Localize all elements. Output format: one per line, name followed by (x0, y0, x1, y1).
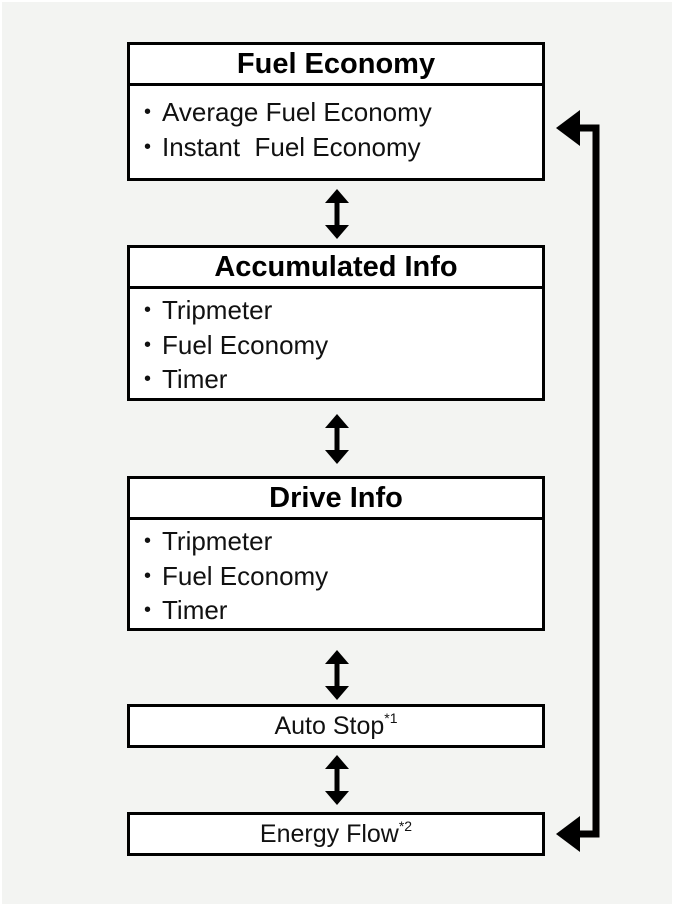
item-label: Average Fuel Economy (162, 97, 432, 127)
bullet-icon: • (144, 368, 152, 390)
bullet-icon: • (144, 333, 152, 356)
list-item: • Tripmeter (144, 524, 542, 559)
auto-stop-label: Auto Stop (274, 712, 385, 740)
loop-arrow-icon (556, 110, 600, 852)
item-label: Fuel Economy (162, 329, 329, 360)
auto-stop-box: Auto Stop*1 (127, 704, 545, 748)
fuel-economy-items: • Average Fuel Economy • Instant Fuel Econ… (130, 86, 542, 164)
bullet-icon: • (144, 564, 152, 587)
fuel-economy-box: Fuel Economy • Average Fuel Economy • Inst… (127, 42, 545, 181)
list-item: • Tripmeter (144, 293, 542, 328)
accumulated-info-title: Accumulated Info (130, 248, 542, 289)
fuel-economy-title: Fuel Economy (130, 45, 542, 86)
bullet-icon: • (144, 530, 152, 552)
drive-info-title: Drive Info (130, 479, 542, 520)
double-arrow-icon (325, 414, 349, 464)
double-arrow-icon (325, 650, 349, 700)
item-label: Fuel Economy (162, 560, 329, 591)
list-item: • Fuel Economy (144, 559, 542, 594)
drive-info-box: Drive Info • Tripmeter • Fuel Economy • Tim… (127, 476, 545, 631)
list-item: • Timer (144, 593, 542, 628)
energy-flow-footnote-mark: *2 (398, 818, 413, 834)
list-item: • Timer (144, 362, 542, 397)
auto-stop-footnote-mark: *1 (384, 710, 398, 726)
bullet-icon: • (144, 599, 152, 621)
energy-flow-box: Energy Flow*2 (127, 812, 545, 856)
double-arrow-icon (325, 755, 349, 805)
energy-flow-label: Energy Flow (259, 820, 399, 848)
list-item: • Instant Fuel Economy (144, 130, 542, 165)
list-item: • Fuel Economy (144, 328, 542, 363)
list-item: • Average Fuel Economy (144, 95, 542, 130)
item-label: Tripmeter (162, 295, 273, 325)
bullet-icon: • (144, 101, 152, 123)
bullet-icon: • (144, 135, 152, 158)
item-label: Tripmeter (162, 526, 273, 556)
bullet-icon: • (144, 299, 152, 321)
item-label: Timer (162, 595, 228, 625)
drive-info-items: • Tripmeter • Fuel Economy • Timer (130, 520, 542, 628)
double-arrow-icon (325, 189, 349, 239)
accumulated-info-items: • Tripmeter • Fuel Economy • Timer (130, 289, 542, 397)
accumulated-info-box: Accumulated Info • Tripmeter • Fuel Econom… (127, 245, 545, 401)
item-label: Timer (162, 364, 228, 394)
item-label: Instant Fuel Economy (162, 131, 421, 162)
